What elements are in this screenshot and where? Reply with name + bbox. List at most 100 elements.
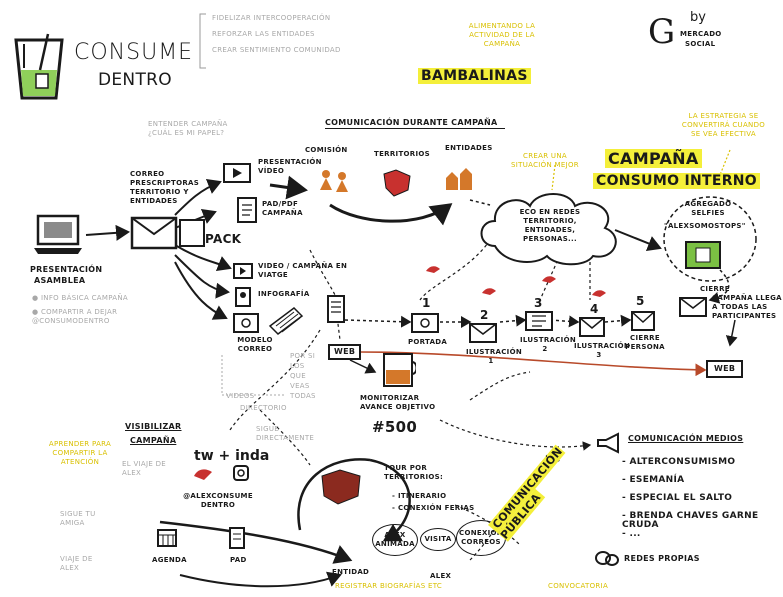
laptop-icon bbox=[34, 212, 84, 260]
mail-at-icon bbox=[232, 312, 260, 338]
step-3-num: 3 bbox=[534, 296, 543, 310]
step-5-envelope-icon bbox=[630, 310, 656, 336]
logo-note-2: REFORZAR LAS ENTIDADES bbox=[212, 30, 315, 38]
buildings-icon bbox=[442, 164, 476, 196]
video-icon bbox=[232, 262, 254, 284]
people-icon bbox=[314, 164, 354, 200]
visibilizar-grey-1: SIGUE DIRECTAMENTE bbox=[256, 425, 315, 442]
step-1-envelope-icon bbox=[410, 312, 440, 338]
step-2-label: ILUSTRACIÓN 1 bbox=[466, 348, 522, 365]
step-4-label: ILUSTRACIÓN 3 bbox=[574, 342, 630, 359]
cierre-envelope-icon bbox=[678, 296, 708, 322]
bubble-2: VISITA bbox=[420, 528, 456, 551]
cloud-note: CREAR UNA SITUACIÓN MEJOR bbox=[511, 152, 579, 169]
campana-interno-note: LA ESTRATEGIA SE CONVERTIRÁ CUANDO SE VE… bbox=[681, 112, 766, 138]
visibilizar-title-2: CAMPAÑA bbox=[130, 436, 177, 445]
step-4-num: 4 bbox=[590, 302, 599, 316]
visibilizar-grey-3: DIRECTORIO bbox=[240, 404, 287, 412]
territory-map-icon bbox=[380, 168, 414, 202]
handle-label: @ALEXCONSUME DENTRO bbox=[183, 492, 253, 509]
presentacion-bullet-2: ● COMPARTIR A DEJAR @CONSUMODENTRO bbox=[32, 308, 118, 325]
selfies-label: AGREGADO SELFIES bbox=[684, 200, 732, 217]
campana-final-label: CAMPAÑA LLEGA A TODAS LAS PARTICIPANTES bbox=[712, 294, 782, 320]
video-viral-label: VIDEO / CAMPAÑA EN VIATGE bbox=[258, 262, 348, 279]
grey-list-1: POR SI bbox=[290, 352, 316, 360]
agenda-label: AGENDA bbox=[152, 556, 187, 564]
step-1-num: 1 bbox=[422, 296, 431, 310]
step-5-num: 5 bbox=[636, 294, 645, 308]
tour-title: TOUR POR TERRITORIOS: bbox=[384, 464, 444, 481]
step-1-label: PORTADA bbox=[408, 338, 448, 346]
entidad-note: REGISTRAR BIOGRAFÍAS ETC bbox=[335, 582, 443, 590]
twitter-bird-icon bbox=[192, 466, 214, 486]
campana-interno-title-2: CONSUMO INTERNO bbox=[593, 172, 760, 190]
step-4-envelope-icon bbox=[578, 316, 606, 342]
bubble-1: ALEX ANIMADA bbox=[372, 524, 418, 556]
bird-icon-4 bbox=[590, 284, 608, 303]
logo-title-1: CONSUME bbox=[74, 40, 194, 65]
calendar-icon bbox=[156, 528, 178, 552]
step-3-envelope-icon bbox=[524, 310, 554, 336]
instagram-icon bbox=[232, 464, 250, 486]
folder-icon bbox=[178, 216, 208, 252]
hatched-paper-icon bbox=[268, 306, 304, 340]
document-icon bbox=[236, 196, 258, 228]
video-player-icon bbox=[222, 162, 252, 188]
presentacion-bullet-1: ● INFO BÁSICA CAMPAÑA bbox=[32, 294, 129, 302]
campana-interno-title-1: CAMPAÑA bbox=[605, 149, 702, 168]
visibilizar-grey-2: VIDEOS bbox=[226, 392, 255, 400]
modelo-correo-label: MODELO CORREO bbox=[237, 336, 273, 353]
cloud-text: ECO EN REDES TERRITORIO, ENTIDADES, PERS… bbox=[519, 208, 581, 243]
bird-icon-3 bbox=[540, 270, 558, 289]
medios-item-5: - ... bbox=[622, 529, 641, 539]
step-2-envelope-icon bbox=[468, 322, 498, 348]
web-right-box: WEB bbox=[706, 360, 744, 378]
label-territorios: TERRITORIOS bbox=[374, 150, 430, 158]
monitor-target: #500 bbox=[372, 418, 418, 436]
left-grey-2: VIAJE DE ALEX bbox=[60, 555, 93, 572]
cierre-label: CIERRE bbox=[700, 285, 730, 293]
entidad-label: ENTIDAD bbox=[332, 568, 370, 576]
envelope-icon bbox=[130, 216, 178, 254]
label-comision: COMISIÓN bbox=[305, 146, 348, 154]
step-3-label: ILUSTRACIÓN 2 bbox=[520, 336, 576, 353]
comunicacion-publica-note: CONVOCATORIA bbox=[548, 582, 609, 590]
bird-icon-2 bbox=[480, 282, 498, 301]
grey-list-2: LOS bbox=[290, 362, 305, 370]
medios-title: COMUNICACIÓN MEDIOS bbox=[628, 434, 744, 443]
glass-logo-icon bbox=[10, 30, 68, 102]
grey-list-4: VEAS bbox=[290, 382, 310, 390]
step-5-label: CIERRE PERSONA bbox=[625, 334, 665, 351]
grey-list-3: QUE bbox=[290, 372, 306, 380]
byline-org-2: SOCIAL bbox=[685, 40, 716, 48]
redes-label: REDES PROPIAS bbox=[624, 554, 700, 563]
byline-org-1: MERCADO bbox=[680, 30, 722, 38]
alex-label: ALEX bbox=[430, 572, 452, 580]
byline-by: by bbox=[690, 10, 706, 25]
presentacion-label-2: ASAMBLEA bbox=[34, 276, 86, 285]
social-label: tw + inda bbox=[194, 448, 270, 464]
correo-question: ENTENDER CAMPAÑA ¿CUÁL ES MI PAPEL? bbox=[148, 120, 228, 137]
left-grey-1: SIGUE TU AMIGA bbox=[60, 510, 96, 527]
visibilizar-title-1: VISIBILIZAR bbox=[125, 422, 182, 431]
label-entidades: ENTIDADES bbox=[445, 144, 493, 152]
pad-label: PAD bbox=[230, 556, 247, 564]
selfies-tag: "ALEXSOMOSTOPS" bbox=[664, 222, 746, 230]
grey-list-5: TODAS bbox=[290, 392, 316, 400]
bambalinas-title: BAMBALINAS bbox=[418, 68, 531, 84]
cloud-shape bbox=[475, 186, 625, 270]
medios-item-2: - ESEMANÍA bbox=[622, 475, 685, 485]
signature-g: G bbox=[648, 12, 676, 52]
logo-note-3: CREAR SENTIMIENTO COMUNIDAD bbox=[212, 46, 341, 54]
pack-label: PACK bbox=[205, 232, 242, 246]
tour-item-2: - CONEXIÓN FERIAS bbox=[392, 504, 475, 512]
spain-map-icon bbox=[318, 468, 364, 512]
presentacion-label-1: PRESENTACIÓN bbox=[30, 265, 103, 274]
infografia-label: INFOGRAFÍA bbox=[258, 290, 310, 298]
infographic-icon bbox=[234, 286, 252, 312]
pdf-label: PAD/PDF CAMPAÑA bbox=[262, 200, 303, 217]
phone-list-icon bbox=[326, 294, 346, 328]
bambalinas-note: ALIMENTANDO LA ACTIVIDAD DE LA CAMPAÑA bbox=[468, 22, 536, 48]
presentacion-video-label: PRESENTACIÓN VÍDEO bbox=[258, 158, 322, 175]
